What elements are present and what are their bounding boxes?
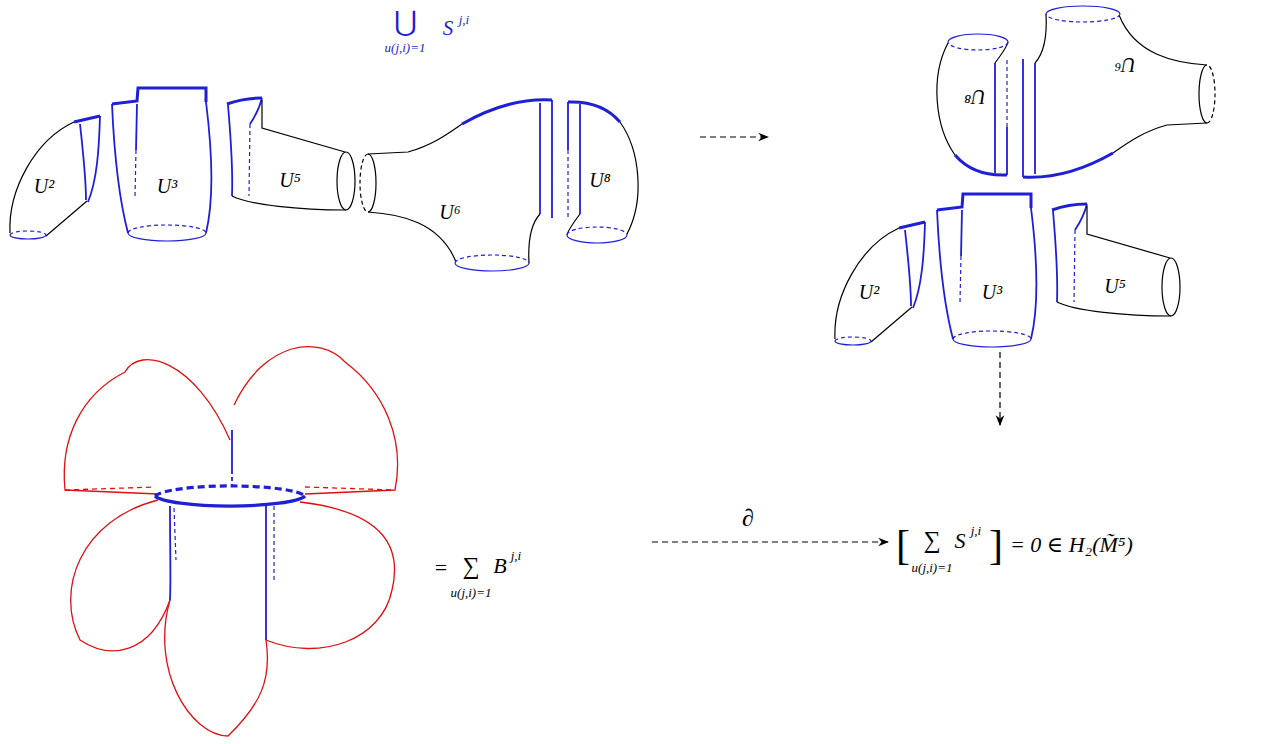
region-label: U³ [982, 282, 1002, 302]
bracket: [ [896, 524, 910, 566]
dashed-arrow [999, 352, 1000, 425]
math-symbol: S [955, 530, 966, 552]
sum-symbol: ∑ [462, 554, 479, 578]
index-superscript: j,i [459, 13, 469, 26]
region-label: U⁸ [964, 87, 985, 107]
region-label: U³ [157, 176, 177, 196]
pieces-row [10, 88, 355, 241]
region-label: U² [34, 176, 54, 196]
dashed-arrow [700, 136, 768, 137]
pieces-row [360, 100, 638, 271]
index-subscript: u(j,i)=1 [451, 586, 492, 599]
pieces-flipped [937, 6, 1215, 177]
dashed-arrow [652, 541, 888, 542]
index-superscript: j,i [511, 549, 521, 562]
index-subscript: u(j,i)=1 [385, 41, 426, 54]
region-label: U⁵ [1104, 276, 1125, 296]
sum-symbol: ∑ [923, 528, 940, 552]
math-symbol: = [435, 557, 447, 579]
index-superscript: j,i [971, 524, 981, 537]
index-subscript: u(j,i)=1 [912, 561, 953, 574]
region-label: U⁸ [589, 170, 610, 190]
region-label: U⁵ [279, 170, 300, 190]
union-symbol: ⋃ [394, 8, 417, 36]
formula-text: = 0 ∈ H₂(M̃⁵) [1010, 534, 1133, 556]
bounding-surfaces [64, 347, 397, 736]
region-label: U⁶ [439, 202, 460, 222]
boundary-operator: ∂ [742, 506, 754, 530]
math-symbol: B [493, 555, 506, 577]
math-symbol: S [443, 18, 454, 39]
region-label: U² [859, 282, 879, 302]
pieces-moved [835, 194, 1180, 347]
region-label: U⁶ [1114, 55, 1135, 75]
bracket: ] [989, 524, 1003, 566]
